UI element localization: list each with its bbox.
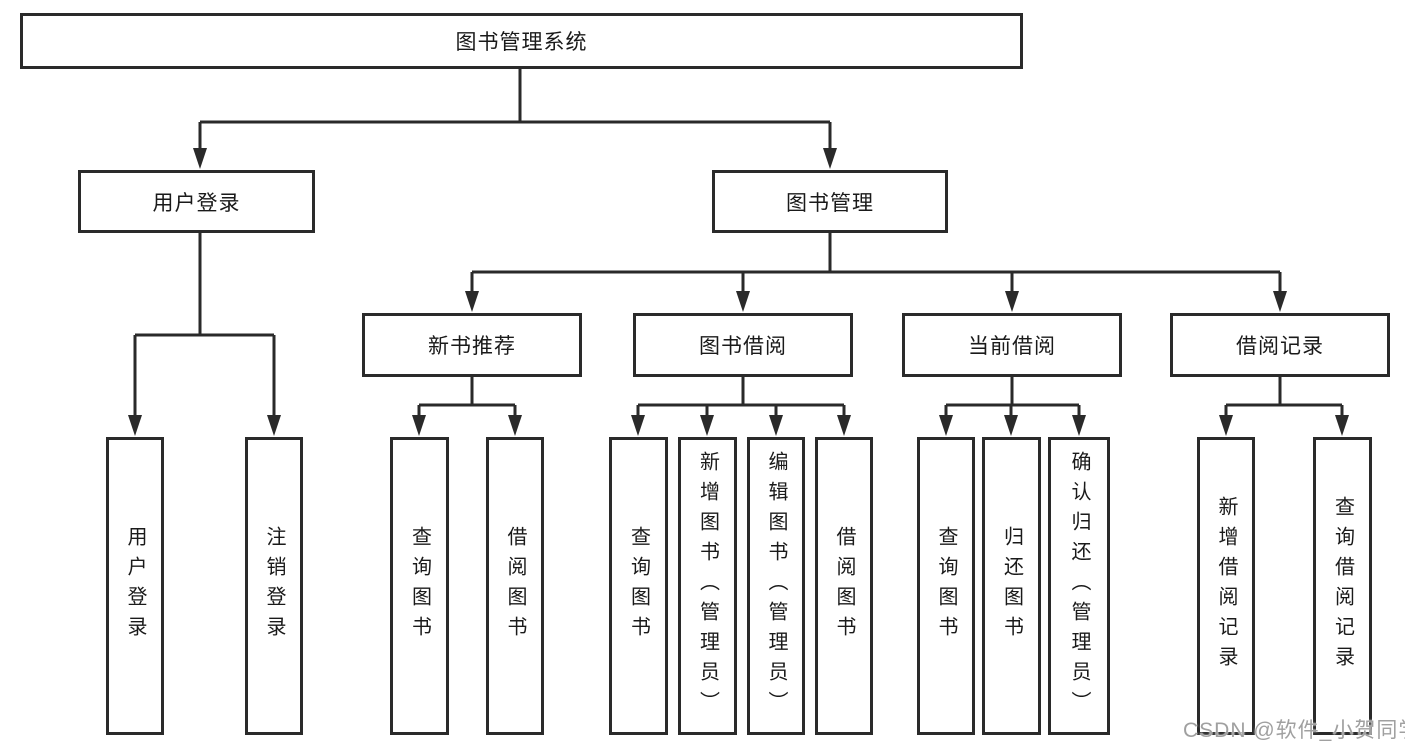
node-current-borrowing: 当前借阅 [902,313,1122,377]
node-label: 新增借阅记录 [1215,496,1237,676]
edge-book-management-branch [470,233,1282,294]
leaf-query-books-borrowing: 查询图书 [609,437,668,735]
leaf-confirm-return-admin: 确认归还（管理员） [1048,437,1110,735]
node-label: 编辑图书（管理员） [765,451,787,721]
node-label: 新书推荐 [428,335,516,358]
leaf-user-login: 用户登录 [106,437,164,735]
node-branch-user-login: 用户登录 [78,170,315,233]
edge-book-borrowing-branch [636,377,846,418]
node-borrowing-records: 借阅记录 [1170,313,1390,377]
node-label: 图书管理系统 [455,31,588,54]
edge-borrowing-records-branch [1224,377,1344,418]
leaf-borrow-books-recommend: 借阅图书 [486,437,544,735]
node-label: 归还图书 [1000,526,1023,646]
node-label: 查询图书 [408,526,431,646]
node-label: 图书管理 [786,191,874,215]
node-label: 用户登录 [124,526,146,646]
edge-user-login-branch [133,233,276,418]
leaf-query-books-recommend: 查询图书 [390,437,449,735]
leaf-add-borrow-record: 新增借阅记录 [1197,437,1255,735]
leaf-query-books-current: 查询图书 [917,437,975,735]
leaf-add-books-admin: 新增图书（管理员） [678,437,737,735]
node-label: 借阅图书 [504,526,526,646]
node-label: 用户登录 [152,191,241,215]
node-label: 查询借阅记录 [1331,496,1354,676]
node-label: 新增图书（管理员） [696,451,719,721]
node-label: 确认归还（管理员） [1068,451,1090,721]
node-label: 借阅图书 [833,526,855,646]
node-label: 借阅记录 [1236,335,1324,358]
leaf-edit-books-admin: 编辑图书（管理员） [747,437,805,735]
node-label: 查询图书 [935,526,957,646]
edge-current-borrowing-branch [944,377,1081,418]
csdn-watermark: CSDN @软件_小贺同学 [1183,719,1405,742]
node-root-library-system: 图书管理系统 [20,13,1023,69]
edge-root-to-level2 [198,69,832,150]
node-label: 当前借阅 [968,335,1056,358]
node-label: 图书借阅 [699,335,787,358]
node-label: 注销登录 [263,526,285,646]
node-label: 查询图书 [627,526,650,646]
leaf-logout: 注销登录 [245,437,303,735]
leaf-return-books: 归还图书 [982,437,1041,735]
node-branch-book-management: 图书管理 [712,170,948,233]
node-book-borrowing: 图书借阅 [633,313,853,377]
leaf-borrow-books-borrowing: 借阅图书 [815,437,873,735]
leaf-query-borrow-record: 查询借阅记录 [1313,437,1372,735]
node-new-book-recommendation: 新书推荐 [362,313,582,377]
edge-new-book-recommendation-branch [417,377,517,418]
